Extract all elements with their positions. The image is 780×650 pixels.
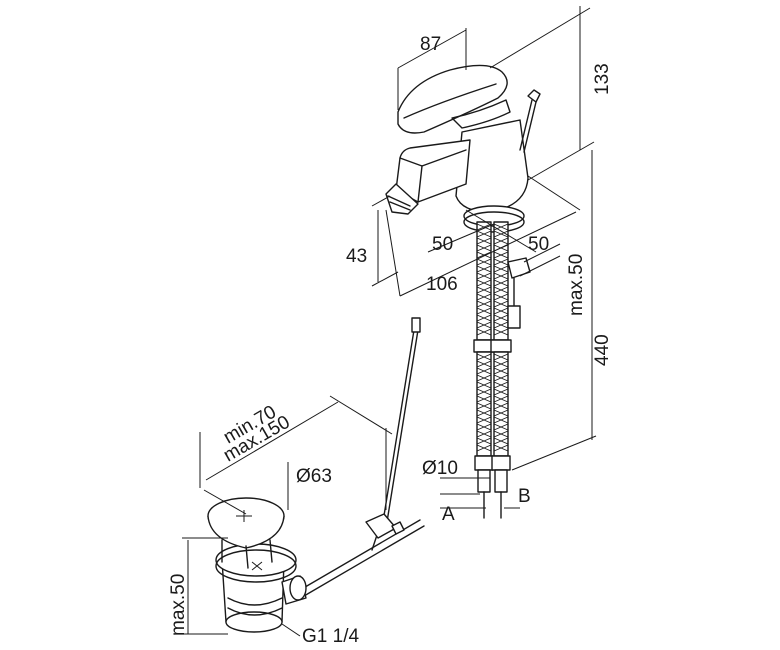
dim-max50-bottom: max.50 [168, 574, 189, 636]
faucet-body [385, 64, 541, 233]
pop-up-rod [371, 317, 421, 551]
dim-87: 87 [420, 34, 441, 55]
dim-dia10: Ø10 [422, 458, 458, 479]
dim-106: 106 [426, 274, 458, 295]
dim-133: 133 [592, 63, 613, 95]
dim-50-left: 50 [432, 234, 453, 255]
dimension-lines [182, 6, 597, 637]
label-a: A [442, 504, 455, 525]
label-b: B [518, 486, 531, 507]
waste-drain [207, 497, 425, 633]
dim-g114: G1 1/4 [302, 626, 359, 647]
hose-braid [476, 223, 509, 452]
dim-dia63: Ø63 [296, 466, 332, 487]
dim-43: 43 [346, 246, 367, 267]
dim-max50-top: max.50 [566, 254, 587, 316]
supply-hoses [473, 221, 531, 519]
dim-50-right: 50 [528, 234, 549, 255]
dim-440: 440 [592, 334, 613, 366]
